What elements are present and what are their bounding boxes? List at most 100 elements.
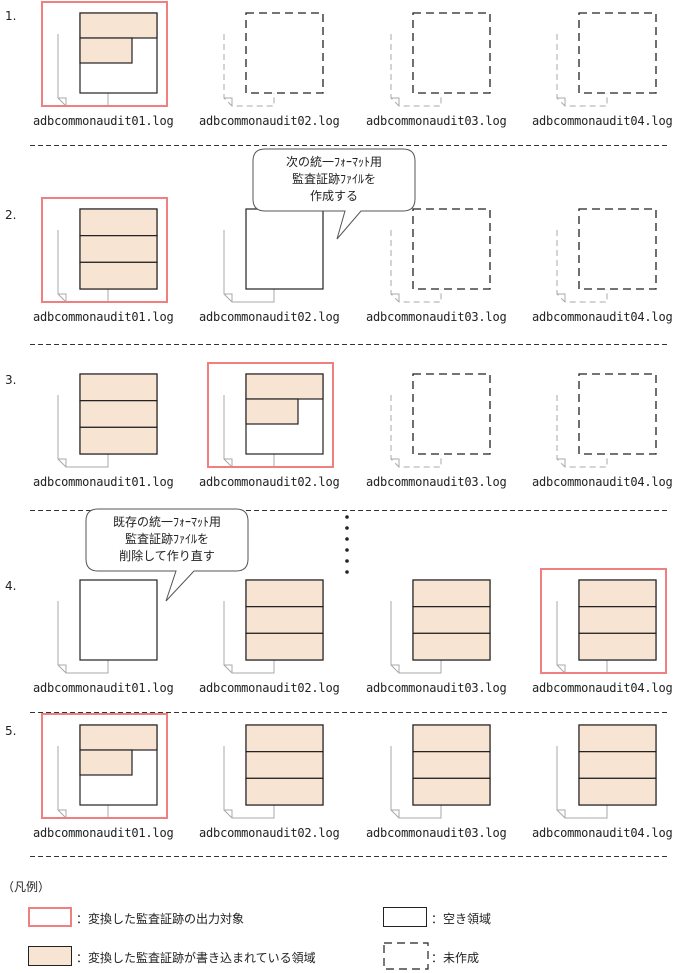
- file-name-label: adbcommonaudit01.log: [33, 681, 174, 695]
- written-partial-segment: [79, 37, 133, 64]
- log-file-2: adbcommonaudit02.log: [199, 362, 340, 493]
- file-name-label: adbcommonaudit02.log: [199, 826, 340, 840]
- callout-line: 監査証跡ﾌｧｲﾙを: [124, 532, 209, 546]
- callout-bubble-shape: [85, 508, 249, 602]
- written-segment: [412, 751, 491, 779]
- log-file-3: adbcommonaudit03.log: [366, 365, 507, 493]
- page-fold: [58, 458, 67, 467]
- file-box-uncreated: [578, 12, 657, 94]
- file-box-uncreated: [412, 12, 491, 94]
- page-fold: [58, 97, 67, 106]
- page-fold: [557, 293, 566, 302]
- log-file-3: adbcommonaudit03.log: [366, 200, 507, 328]
- log-file-2: adbcommonaudit02.log: [199, 571, 340, 699]
- callout-line: 作成する: [309, 189, 358, 203]
- written-segment: [412, 724, 491, 753]
- legend-label: ：未作成: [431, 951, 480, 965]
- log-file-3: adbcommonaudit03.log: [366, 571, 507, 699]
- page-fold: [224, 293, 233, 302]
- row-separator: [30, 145, 670, 146]
- written-segment: [79, 208, 158, 237]
- file-icon: [390, 12, 491, 107]
- legend-label: ：変換した監査証跡の出力対象: [76, 912, 245, 926]
- written-partial-segment: [245, 398, 299, 425]
- callout-line: 削除して作り直す: [119, 549, 215, 563]
- page-fold: [557, 97, 566, 106]
- file-name-label: adbcommonaudit03.log: [366, 826, 507, 840]
- row-separator: [30, 712, 670, 713]
- file-icon: [390, 373, 491, 468]
- page-fold: [557, 458, 566, 467]
- file-name-label: adbcommonaudit04.log: [532, 310, 673, 324]
- log-file-2: adbcommonaudit02.log: [199, 716, 340, 844]
- written-segment: [79, 426, 158, 455]
- written-partial-segment: [79, 749, 133, 776]
- page-fold: [391, 458, 400, 467]
- step-number: 4.: [5, 579, 17, 593]
- written-segment: [245, 579, 324, 608]
- legend-label: ：空き領域: [431, 912, 492, 926]
- file-icon: [57, 724, 158, 819]
- page-fold: [391, 809, 400, 818]
- written-segment: [412, 606, 491, 634]
- written-segment: [578, 724, 657, 753]
- legend-swatch-written: [28, 946, 72, 966]
- file-name-label: adbcommonaudit04.log: [532, 681, 673, 695]
- file-name-label: adbcommonaudit01.log: [33, 114, 174, 128]
- file-icon: [57, 373, 158, 468]
- log-file-1: adbcommonaudit01.log: [33, 365, 174, 493]
- file-name-label: adbcommonaudit04.log: [532, 475, 673, 489]
- row-separator: [30, 856, 670, 857]
- callout-bubble-shape: [252, 148, 416, 240]
- written-segment: [79, 373, 158, 402]
- written-segment: [578, 606, 657, 634]
- file-name-label: adbcommonaudit01.log: [33, 310, 174, 324]
- callout-line: 監査証跡ﾌｧｲﾙを: [291, 172, 376, 186]
- step-number: 2.: [5, 208, 17, 222]
- file-icon: [390, 724, 491, 819]
- ellipsis-dots: [345, 515, 349, 574]
- page-fold: [557, 809, 566, 818]
- file-name-label: adbcommonaudit02.log: [199, 475, 340, 489]
- page-fold: [224, 664, 233, 673]
- file-icon: [223, 724, 324, 819]
- log-file-4: adbcommonaudit04.log: [532, 568, 673, 699]
- written-segment: [79, 400, 158, 428]
- file-icon: [556, 208, 657, 303]
- file-icon: [390, 208, 491, 303]
- written-segment: [412, 579, 491, 608]
- written-segment: [245, 724, 324, 753]
- step-number: 3.: [5, 373, 17, 387]
- page-fold: [58, 809, 67, 818]
- callout-line: 既存の統一ﾌｫｰﾏｯﾄ用: [112, 515, 221, 529]
- file-name-label: adbcommonaudit04.log: [532, 114, 673, 128]
- callout-create-next: 次の統一ﾌｫｰﾏｯﾄ用 監査証跡ﾌｧｲﾙを 作成する: [252, 148, 416, 240]
- file-box-uncreated: [412, 208, 491, 290]
- page-fold: [224, 97, 233, 106]
- log-file-1: adbcommonaudit01.log: [33, 197, 174, 328]
- page-fold: [58, 293, 67, 302]
- log-file-4: adbcommonaudit04.log: [532, 200, 673, 328]
- log-file-4: adbcommonaudit04.log: [532, 716, 673, 844]
- callout-text: 既存の統一ﾌｫｰﾏｯﾄ用 監査証跡ﾌｧｲﾙを 削除して作り直す: [86, 514, 248, 565]
- file-icon: [556, 579, 657, 674]
- log-file-1: adbcommonaudit01.log: [33, 713, 174, 844]
- file-name-label: adbcommonaudit02.log: [199, 681, 340, 695]
- log-file-2: adbcommonaudit02.log: [199, 4, 340, 132]
- output-target-highlight: [41, 713, 168, 819]
- file-icon: [57, 208, 158, 303]
- legend-label: ：変換した監査証跡が書き込まれている領域: [76, 951, 316, 965]
- file-icon: [556, 373, 657, 468]
- callout-line: 次の統一ﾌｫｰﾏｯﾄ用: [285, 155, 382, 169]
- written-segment: [578, 751, 657, 779]
- legend-swatch-empty: [383, 907, 427, 927]
- log-file-4: adbcommonaudit04.log: [532, 4, 673, 132]
- legend-heading: （凡例）: [2, 880, 51, 894]
- written-segment: [245, 777, 324, 806]
- page-fold: [391, 664, 400, 673]
- legend-swatch-highlight: [28, 907, 72, 927]
- step-number: 5.: [5, 724, 17, 738]
- page-fold: [557, 664, 566, 673]
- vertical-ellipsis: [344, 514, 350, 576]
- step-number: 1.: [5, 9, 17, 23]
